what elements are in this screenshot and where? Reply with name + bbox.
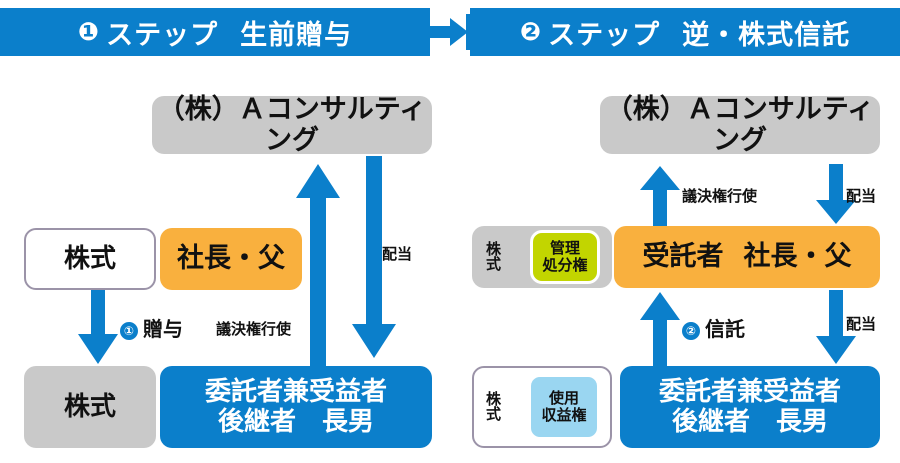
right-usufruct-box: 使用 収益権 <box>528 374 600 440</box>
left-successor-line2: 後継者 長男 <box>217 406 374 436</box>
left-successor-line1: 委託者兼受益者 <box>204 376 387 407</box>
left-gift-label: 贈与 <box>143 319 183 341</box>
right-voting-rights-arrow-icon <box>640 164 680 226</box>
right-stock-outline-container: 株 式 使用 収益権 <box>472 366 612 448</box>
left-dividend-arrow-icon <box>352 156 396 366</box>
right-stock-gray-container: 株 式 管理 処分権 <box>472 226 612 288</box>
right-trust-number: ② <box>682 321 700 340</box>
right-voting-rights-label: 議決権行使 <box>682 188 758 205</box>
right-dividend-bottom-arrow-icon <box>816 290 856 366</box>
right-trustee-role: 受託者 <box>642 241 724 272</box>
step-1-number: ❶ <box>77 18 101 46</box>
step-2-header: ❷ ステップ 逆・株式信託 <box>470 8 900 56</box>
right-stock-gray-label: 株 式 <box>486 241 502 273</box>
step-2-number: ❷ <box>519 18 543 46</box>
left-voting-rights-label: 議決権行使 <box>216 321 292 338</box>
step-2-step-label: ステップ <box>548 19 661 50</box>
right-dividend-bottom-label: 配当 <box>846 316 877 333</box>
step-1-title: 生前贈与 <box>240 19 353 50</box>
left-gift-arrow-icon <box>78 290 118 368</box>
right-dividend-top-label: 配当 <box>846 188 877 205</box>
right-trustee-person: 社長・父 <box>743 241 852 272</box>
right-stock-outline-label: 株 式 <box>486 391 502 423</box>
left-company-box: （株）Ａコンサルティング <box>152 94 432 155</box>
step-2-title: 逆・株式信託 <box>682 19 851 50</box>
right-company-box: （株）Ａコンサルティング <box>600 94 880 155</box>
left-dividend-label: 配当 <box>382 246 413 263</box>
right-successor-line2: 後継者 長男 <box>671 406 828 436</box>
right-management-right-box: 管理 処分権 <box>530 230 600 284</box>
right-trust-label: 信託 <box>705 319 745 341</box>
right-dividend-top-arrow-icon <box>816 164 856 226</box>
arrow-right-icon <box>428 14 474 50</box>
step-1-header: ❶ ステップ 生前贈与 <box>0 8 430 56</box>
left-voting-rights-arrow-icon <box>296 156 340 366</box>
right-trust-arrow-icon <box>640 290 680 366</box>
right-trustee-box: 受託者 社長・父 <box>614 226 880 288</box>
right-trust-label-group: ② 信託 <box>682 313 745 342</box>
step-1-step-label: ステップ <box>106 19 219 50</box>
left-stock-gray-box: 株式 <box>24 366 156 448</box>
right-successor-box: 委託者兼受益者 後継者 長男 <box>620 366 880 448</box>
left-stock-outline-box: 株式 <box>24 228 156 290</box>
left-owner-box: 社長・父 <box>160 228 302 290</box>
left-gift-label-group: ① 贈与 <box>120 313 183 342</box>
right-successor-line1: 委託者兼受益者 <box>658 376 841 407</box>
left-successor-box: 委託者兼受益者 後継者 長男 <box>160 366 432 448</box>
left-gift-number: ① <box>120 321 138 340</box>
